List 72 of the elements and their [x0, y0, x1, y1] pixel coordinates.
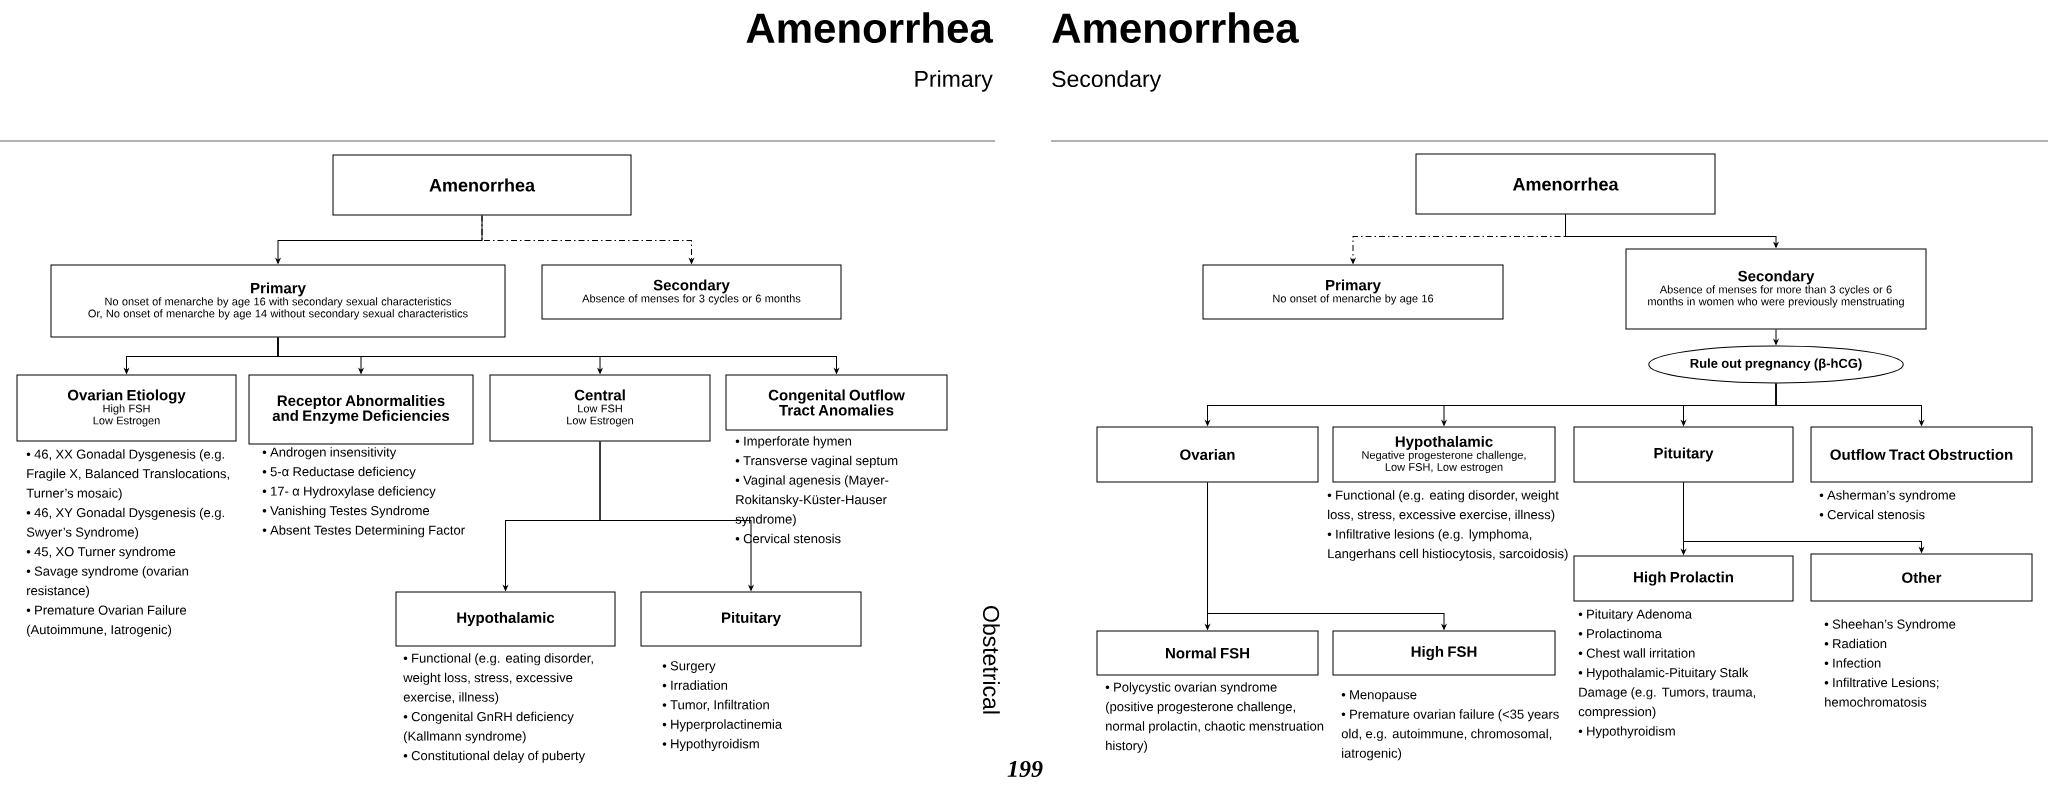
list-item: • Hypothalamic-Pituitary Stalk Damage (e.g. Tumors, trauma, compression) [1578, 667, 1756, 719]
list-item: • 46, XX Gonadal Dysgenesis (e.g. Fragile X, Balanced Translocations, Turner’s mosaic) [26, 449, 229, 501]
category-box: Secondary Absence of menses for 3 cycles or 6 months [541, 264, 842, 320]
category-box: High Prolactin [1573, 555, 1794, 602]
list-item: • Menopause [1341, 690, 1417, 702]
list-item: • Tumor, Infiltration [662, 699, 769, 711]
arrow [1775, 383, 1924, 426]
category-box: Primary No onset of menarche by age 16 [1202, 264, 1504, 320]
category-box: Outflow Tract Obstruction [1810, 426, 2033, 483]
list-item: • Cervical stenosis [735, 533, 841, 544]
arrow [1207, 482, 1447, 630]
category-box: Congenital Outflow Tract Anomalies [725, 374, 948, 431]
category-box: Hypothalamic [395, 591, 616, 647]
list-item: • Hypothyroidism [1578, 726, 1675, 739]
list-item: • 5-α Reductase deficiency [262, 466, 416, 479]
list-item: • Prolactinoma [1578, 628, 1662, 639]
list-item: • Irradiation [662, 680, 728, 690]
category-box: Primary No onset of menarche by age 16 with secondary sexual characteristics Or, No onset of menarche by age 14 without secondary sexual characteristics [50, 264, 506, 338]
subheading: Secondary [1052, 70, 1162, 92]
category-box: Hypothalamic Negative progesterone challenge, Low FSH, Low estrogen [1332, 426, 1556, 483]
list-item: • Functional (e.g. eating disorder, weight loss, stress, excessive exercise, illness) [1327, 490, 1559, 522]
list-item: • Infiltrative Lesions; hemochromatosis [1824, 677, 1939, 707]
list-item: • Pituitary Adenoma [1578, 609, 1692, 622]
arrow [481, 215, 694, 264]
heading: Amenorrhea [746, 12, 994, 44]
list-item: • 46, XY Gonadal Dysgenesis (e.g. Swyer’s Syndrome) [26, 507, 224, 540]
list-item: • Surgery [662, 661, 716, 673]
section-label: Obstetrical [982, 606, 1000, 714]
root-box: Amenorrhea [332, 154, 632, 216]
list-item: • Vaginal agenesis (Mayer-Rokitansky-Küster-Hauser syndrome) [735, 475, 889, 527]
category-box: Pituitary [640, 591, 862, 647]
subheading: Primary [915, 70, 993, 92]
list-item: • Constitutional delay of puberty [403, 750, 586, 763]
list-item: • Premature ovarian failure (<35 years old, e.g. autoimmune, chromosomal, iatrogenic) [1341, 709, 1559, 761]
list-item: • Asherman’s syndrome [1819, 490, 1956, 503]
category-box: Ovarian Etiology High FSH Low Estrogen [16, 374, 237, 442]
list-item: • Chest wall irritation [1578, 648, 1695, 658]
arrow [277, 337, 839, 374]
root-box: Amenorrhea [1415, 153, 1716, 215]
list-item: • Infiltrative lesions (e.g. lymphoma, Langerhans cell histiocytosis, sarcoidosis) [1327, 529, 1568, 561]
arrow [1773, 329, 1779, 345]
list-item: • Infection [1824, 658, 1881, 668]
list-item: • Congenital GnRH deficiency (Kallmann syndrome) [403, 711, 574, 744]
category-box: Other [1810, 553, 2033, 602]
list-item: • Absent Testes Determining Factor [262, 525, 465, 538]
list-item: • 45, XO Turner syndrome [26, 546, 176, 559]
list-item: • 17- α Hydroxylase deficiency [262, 486, 436, 499]
category-box: Central Low FSH Low Estrogen [489, 374, 711, 442]
category-box: High FSH [1332, 630, 1556, 676]
list-item: • Polycystic ovarian syndrome (positive progesterone challenge, normal prolactin, chaotic menstruation history) [1105, 682, 1324, 753]
list-item: • Vanishing Testes Syndrome [262, 505, 430, 518]
page-number: 199 [1007, 760, 1043, 778]
list-item: • Premature Ovarian Failure (Autoimmune, Iatrogenic) [26, 605, 187, 637]
category-box: Normal FSH [1096, 630, 1319, 676]
list-item: • Hypothyroidism [662, 738, 759, 751]
category-box: Ovarian [1096, 426, 1319, 483]
list-item: • Sheehan’s Syndrome [1824, 619, 1956, 632]
list-item: • Cervical stenosis [1819, 509, 1925, 520]
list-item: • Hyperprolactinemia [662, 719, 783, 732]
list-item: • Transverse vaginal septum [735, 455, 898, 468]
category-box: Secondary Absence of menses for more than 3 cycles or 6 months in women who were previously menstruating [1625, 248, 1927, 330]
list-item: • Savage syndrome (ovarian resistance) [26, 566, 188, 598]
list-item: • Imperforate hymen [735, 436, 852, 449]
list-item: • Androgen insensitivity [262, 447, 397, 460]
list-item: • Radiation [1824, 638, 1887, 649]
heading: Amenorrhea [1052, 12, 1299, 44]
list-item: • Functional (e.g. eating disorder, weight loss, stress, excessive exercise, illness) [403, 653, 593, 705]
arrow [599, 441, 754, 591]
arrow [1565, 214, 1779, 248]
category-box: Pituitary [1573, 426, 1794, 483]
category-box: Receptor Abnormalities and Enzyme Deficiencies [248, 374, 474, 445]
arrow [1683, 482, 1924, 553]
